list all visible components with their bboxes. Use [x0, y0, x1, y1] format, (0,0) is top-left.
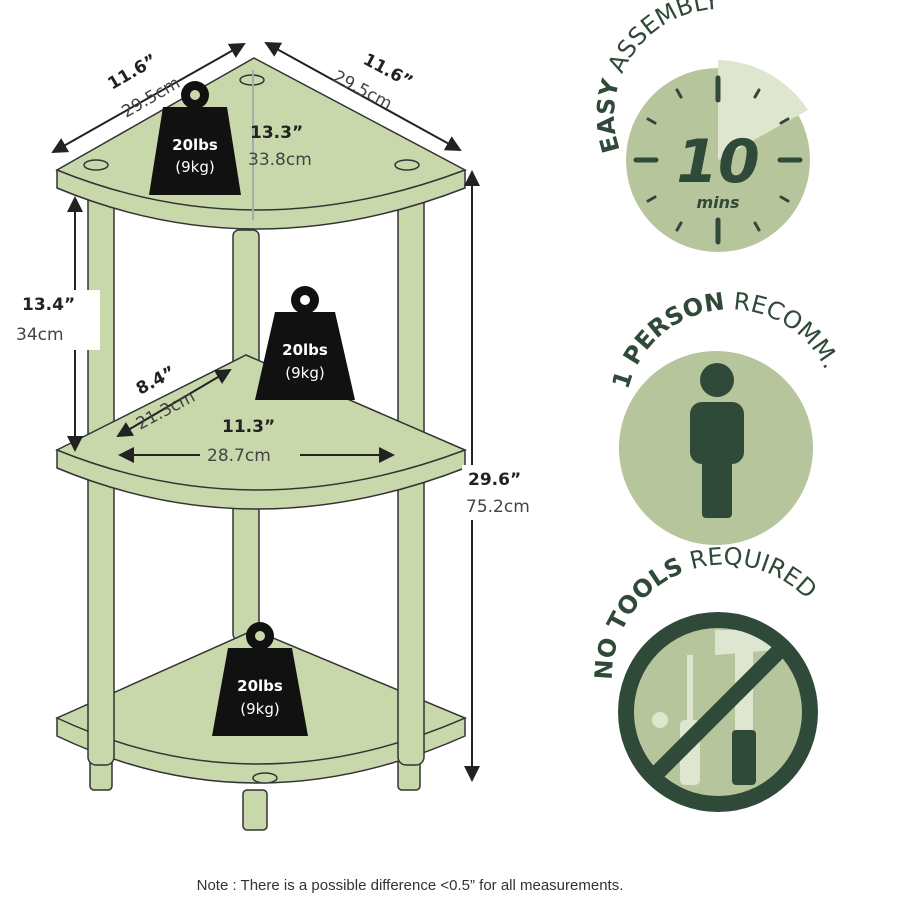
depth-dim-cm: 33.8cm [248, 150, 312, 170]
weight-middle-kg: (9kg) [285, 364, 324, 382]
shelf-gap-dim-cm: 34cm [16, 325, 64, 345]
prohibition-slash-icon [647, 641, 789, 783]
clock-ticks-icon [633, 75, 803, 245]
weight-icon: 20lbs (9kg) [212, 622, 308, 736]
weight-middle-lbs: 20lbs [282, 341, 328, 359]
inner-width-dim-cm: 28.7cm [207, 446, 271, 466]
no-tools-badge: NO TOOLS REQUIRED [590, 542, 822, 812]
height-dim-cm: 75.2cm [466, 497, 530, 517]
clock-elapsed-wedge [718, 60, 808, 160]
measurement-note: Note : There is a possible difference <0… [197, 877, 624, 894]
weight-bottom-lbs: 20lbs [237, 677, 283, 695]
weight-top-kg: (9kg) [175, 158, 214, 176]
depth-dim-in: 13.3” [250, 123, 303, 143]
assembly-minutes: 10 [676, 127, 760, 197]
shelf-gap-dim-in: 13.4” [22, 295, 75, 315]
one-person-badge: 1 PERSON RECOMM. [607, 287, 845, 545]
weight-icon: 20lbs (9kg) [255, 286, 355, 400]
inner-width-dim-in: 11.3” [222, 417, 275, 437]
assembly-unit: mins [696, 193, 739, 212]
weight-bottom-kg: (9kg) [240, 700, 279, 718]
prohibition-ring-icon [618, 612, 818, 812]
weight-icon: 20lbs (9kg) [149, 81, 241, 195]
label-backgrounds [20, 290, 552, 520]
height-dim-in: 29.6” [468, 470, 521, 490]
easy-assembly-badge: EASY ASSEMBLY 10 mins [592, 0, 810, 252]
person-icon [690, 363, 744, 518]
weight-top-lbs: 20lbs [172, 136, 218, 154]
foot-front [242, 789, 268, 831]
